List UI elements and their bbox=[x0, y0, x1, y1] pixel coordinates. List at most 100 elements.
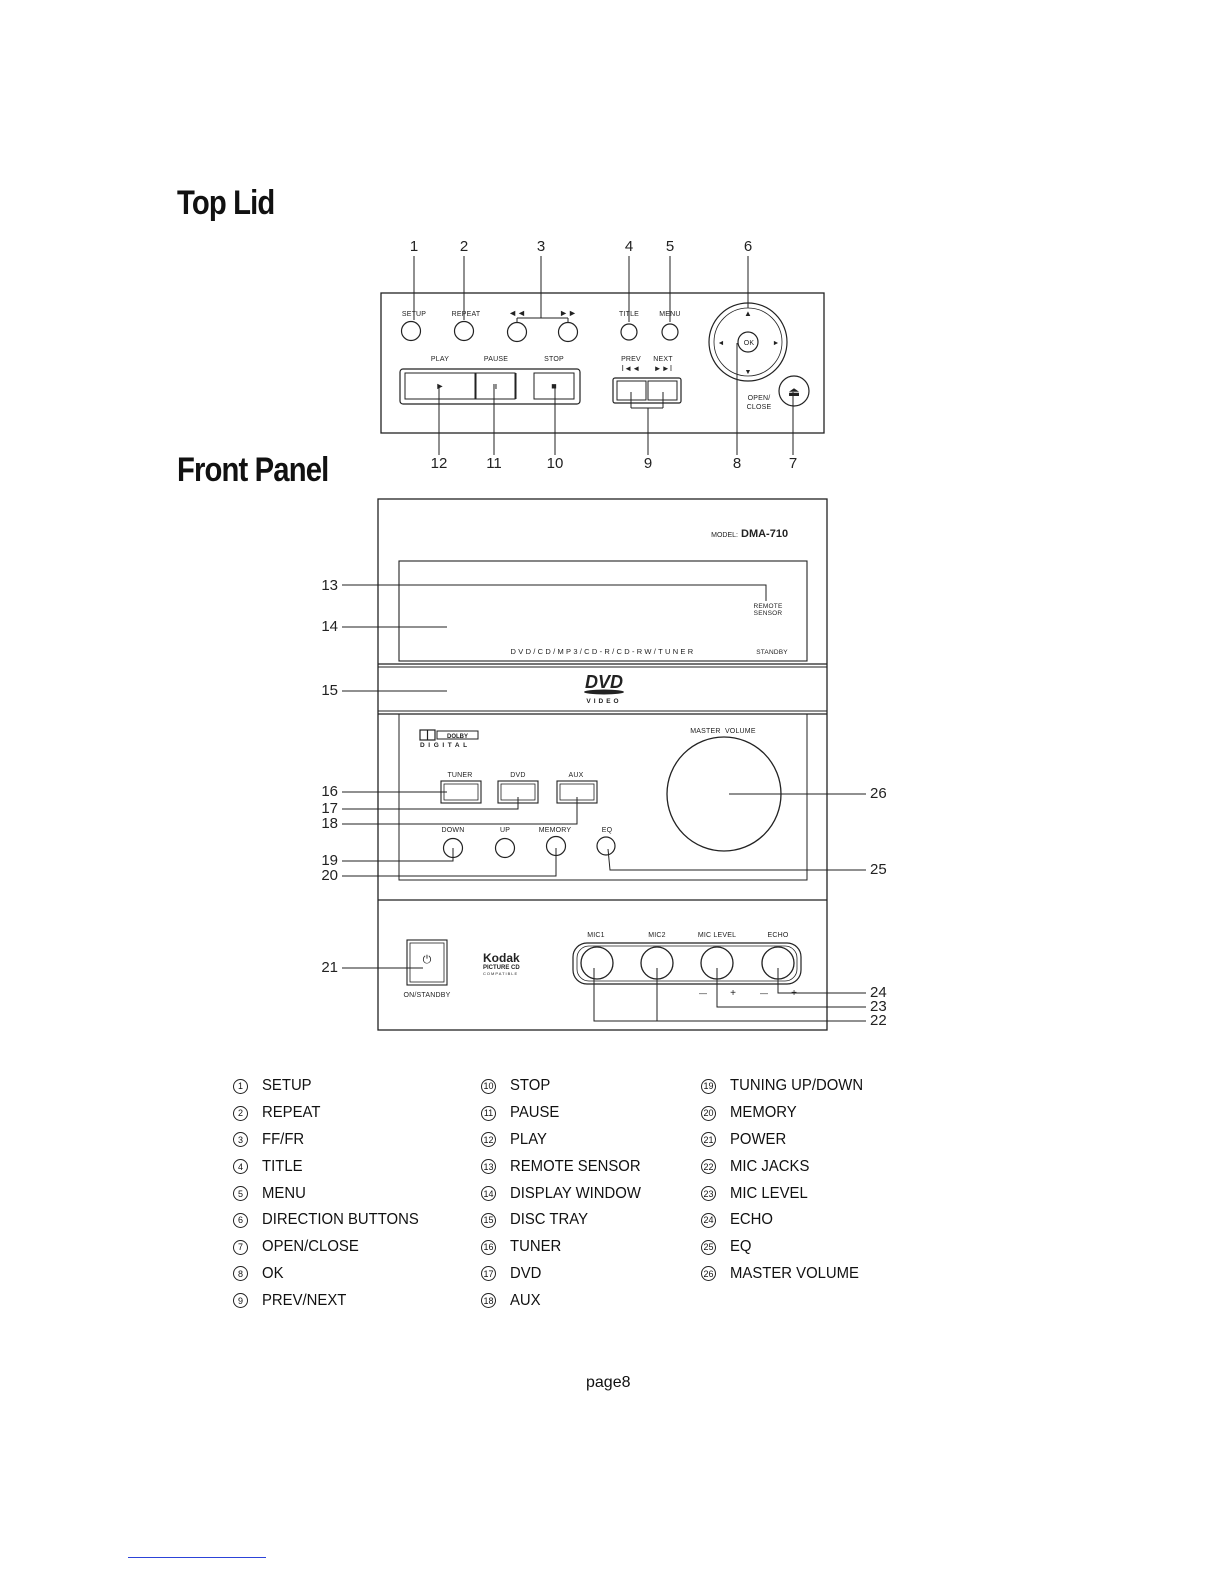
legend-label: PLAY bbox=[510, 1130, 547, 1148]
mic-level-label: MIC LEVEL bbox=[698, 932, 736, 939]
mic1-jack[interactable] bbox=[580, 946, 614, 980]
ok-label: OK bbox=[744, 340, 755, 347]
echo-label: ECHO bbox=[767, 932, 788, 939]
callout-6: 6 bbox=[744, 238, 752, 255]
compatible-label: COMPATIBLE bbox=[483, 971, 518, 976]
front-panel-leader-lines bbox=[342, 584, 866, 1022]
fast-forward-button[interactable] bbox=[557, 321, 579, 343]
callout-25: 25 bbox=[870, 861, 887, 878]
open-close-label-line2: CLOSE bbox=[747, 404, 772, 411]
prev-button[interactable] bbox=[616, 380, 647, 401]
memory-label: MEMORY bbox=[539, 827, 572, 834]
down-arrow-icon[interactable]: ▼ bbox=[745, 369, 752, 376]
menu-button[interactable] bbox=[661, 323, 679, 341]
fast-forward-icon: ►► bbox=[559, 308, 577, 318]
direction-pad[interactable] bbox=[708, 302, 788, 382]
legend-number: 2 bbox=[233, 1105, 248, 1121]
legend-number: 11 bbox=[481, 1105, 496, 1121]
title-button[interactable] bbox=[620, 323, 638, 341]
fast-reverse-button[interactable] bbox=[506, 321, 528, 343]
legend-number: 22 bbox=[701, 1159, 716, 1175]
ok-button[interactable] bbox=[737, 331, 759, 353]
legend-number: 6 bbox=[233, 1212, 248, 1228]
remote-sensor-label-line1: REMOTE bbox=[753, 603, 782, 610]
open-close-button[interactable] bbox=[778, 375, 810, 407]
kodak-logo: Kodak bbox=[483, 951, 520, 965]
legend-number: 25 bbox=[701, 1239, 716, 1255]
dvd-logo: DVD bbox=[585, 672, 623, 692]
callout-3: 3 bbox=[537, 238, 545, 255]
legend-label: AUX bbox=[510, 1291, 541, 1309]
callout-5: 5 bbox=[666, 238, 674, 255]
eq-label: EQ bbox=[602, 827, 613, 834]
left-arrow-icon[interactable]: ◄ bbox=[718, 340, 725, 347]
dolby-label: DOLBY bbox=[447, 734, 468, 740]
legend-label: TUNER bbox=[510, 1238, 562, 1256]
power-button[interactable] bbox=[409, 942, 445, 983]
play-icon: ► bbox=[436, 381, 445, 391]
stop-label: STOP bbox=[544, 356, 564, 363]
legend-number: 7 bbox=[233, 1239, 248, 1255]
legend-label: MENU bbox=[262, 1184, 306, 1202]
up-label: UP bbox=[500, 827, 510, 834]
callout-22: 22 bbox=[870, 1012, 887, 1029]
setup-button[interactable] bbox=[400, 320, 422, 342]
model-prefix: MODEL: bbox=[711, 532, 738, 539]
legend-item: 22 MIC JACKS bbox=[701, 1153, 873, 1180]
page-number: page8 bbox=[586, 1374, 631, 1391]
play-button[interactable] bbox=[404, 372, 476, 400]
front-panel-heading: Front Panel bbox=[177, 451, 329, 489]
master-volume-label: MASTER VOLUME bbox=[690, 728, 756, 735]
top-lid-leader-lines bbox=[413, 256, 794, 455]
display-window bbox=[398, 560, 808, 662]
eq-button[interactable] bbox=[596, 836, 616, 856]
legend-number: 1 bbox=[233, 1078, 248, 1094]
callout-26: 26 bbox=[870, 785, 887, 802]
play-label: PLAY bbox=[431, 356, 449, 363]
callout-4: 4 bbox=[625, 238, 633, 255]
legend-label: MIC JACKS bbox=[730, 1157, 810, 1175]
setup-label: SETUP bbox=[402, 311, 426, 318]
legend-number: 19 bbox=[701, 1078, 716, 1094]
callout-14: 14 bbox=[321, 618, 338, 635]
right-arrow-icon[interactable]: ► bbox=[773, 340, 780, 347]
pause-button[interactable] bbox=[475, 372, 516, 400]
legend-number: 4 bbox=[233, 1159, 248, 1175]
legend-number: 17 bbox=[481, 1266, 496, 1282]
legend-number: 16 bbox=[481, 1239, 496, 1255]
pause-icon: II bbox=[493, 384, 497, 391]
callout-12: 12 bbox=[431, 455, 448, 472]
tuning-up-button[interactable] bbox=[494, 837, 516, 859]
stop-icon: ■ bbox=[551, 381, 556, 391]
callout-17: 17 bbox=[321, 800, 338, 817]
stop-button[interactable] bbox=[533, 372, 575, 400]
next-button[interactable] bbox=[647, 380, 678, 401]
front-panel-diagram: MODEL: DMA-710 REMOTE SENSOR DVD/CD/MP3/… bbox=[321, 498, 887, 1031]
legend-number: 3 bbox=[233, 1132, 248, 1148]
top-lid-heading: Top Lid bbox=[177, 184, 275, 222]
repeat-button[interactable] bbox=[453, 320, 475, 342]
legend-number: 8 bbox=[233, 1266, 248, 1282]
on-standby-label: ON/STANDBY bbox=[404, 992, 451, 999]
legend-label: STOP bbox=[510, 1077, 551, 1095]
fast-reverse-icon: ◄◄ bbox=[508, 308, 526, 318]
eject-icon: ⏏ bbox=[788, 384, 800, 399]
legend-label: REPEAT bbox=[262, 1104, 321, 1122]
footer-rule bbox=[128, 1557, 266, 1558]
mic2-label: MIC2 bbox=[648, 932, 666, 939]
callout-13: 13 bbox=[321, 577, 338, 594]
up-arrow-icon[interactable]: ▲ bbox=[744, 309, 752, 318]
callout-24: 24 bbox=[870, 984, 887, 1001]
dvd-label: DVD bbox=[510, 772, 525, 779]
